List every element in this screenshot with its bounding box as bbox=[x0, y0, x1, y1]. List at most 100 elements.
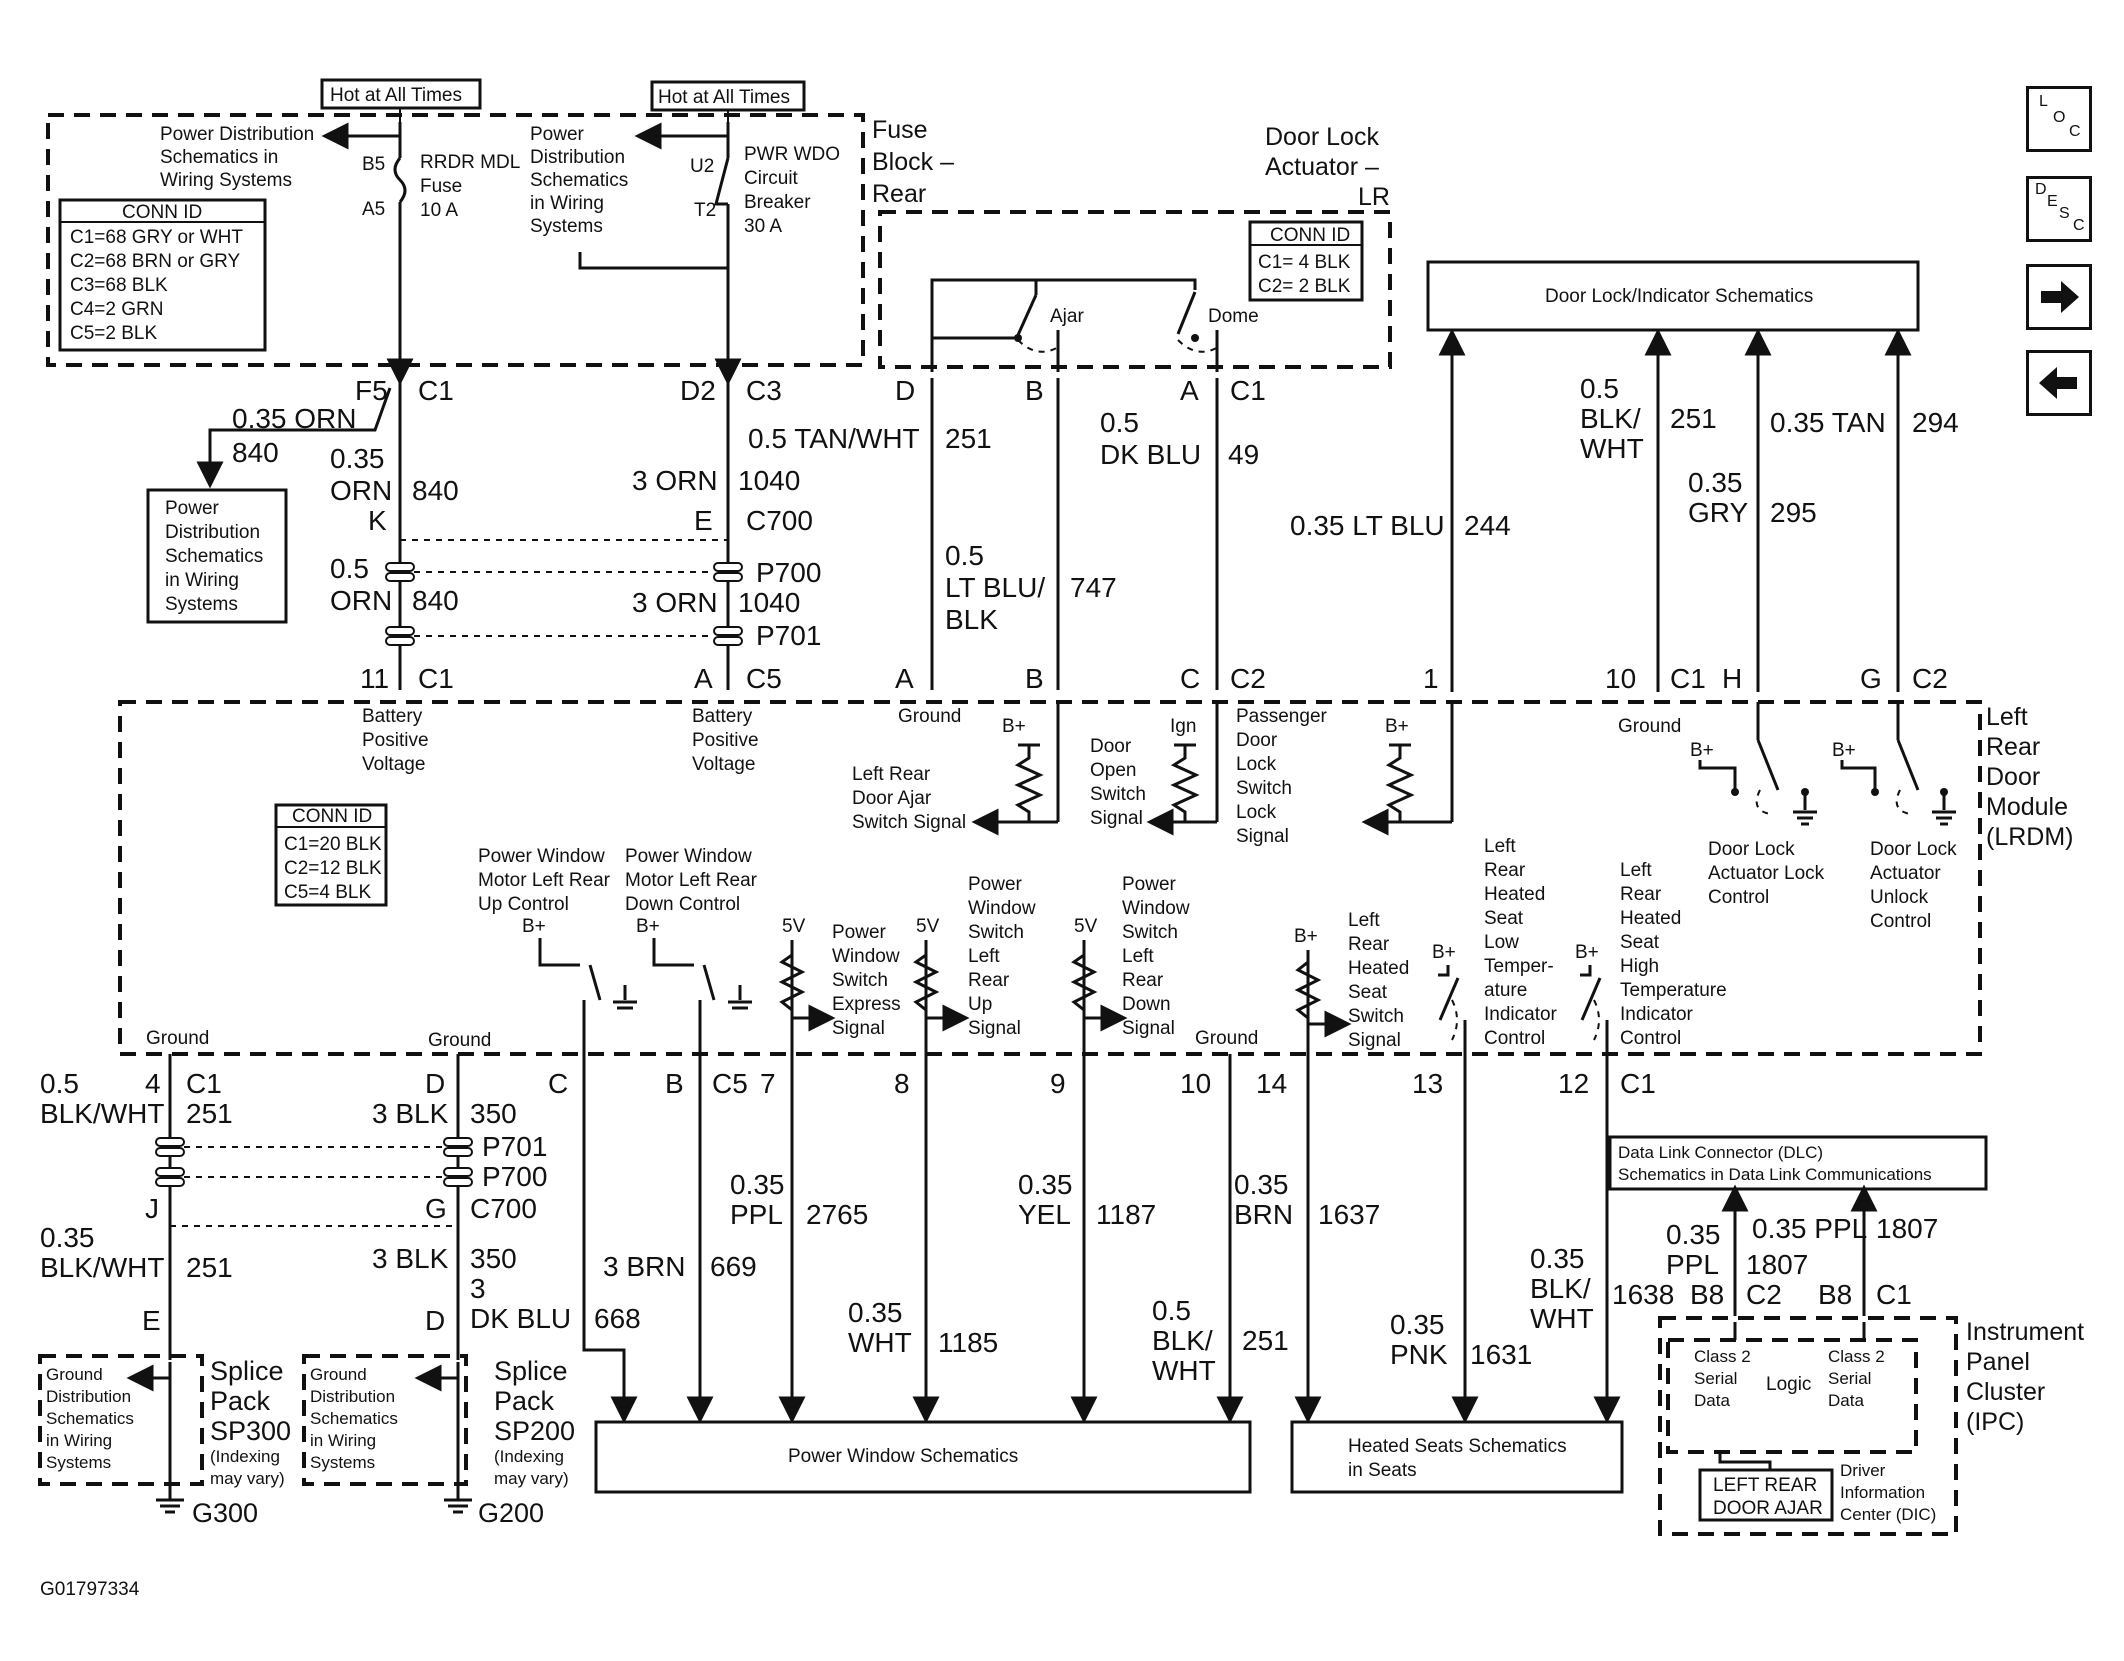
svg-text:Power Window: Power Window bbox=[625, 846, 752, 867]
location-button[interactable]: L O C bbox=[2026, 86, 2092, 152]
svg-text:P700: P700 bbox=[482, 1161, 547, 1192]
svg-text:1631: 1631 bbox=[1470, 1339, 1532, 1370]
svg-text:Serial: Serial bbox=[1694, 1369, 1737, 1388]
svg-text:Door: Door bbox=[1986, 763, 2040, 791]
svg-text:G: G bbox=[425, 1193, 447, 1224]
svg-text:Power Distribution: Power Distribution bbox=[160, 124, 314, 145]
svg-text:Schematics: Schematics bbox=[46, 1409, 134, 1428]
svg-text:Control: Control bbox=[1870, 911, 1931, 932]
previous-arrow-button[interactable] bbox=[2026, 350, 2092, 416]
svg-text:Schematics in Data Link Commun: Schematics in Data Link Communications bbox=[1618, 1165, 1932, 1184]
next-arrow-button[interactable] bbox=[2026, 264, 2092, 330]
svg-text:0.35: 0.35 bbox=[1234, 1169, 1289, 1200]
ground-distribution-1 bbox=[38, 1354, 204, 1486]
svg-text:Power: Power bbox=[165, 498, 220, 519]
svg-text:1: 1 bbox=[1423, 663, 1439, 694]
svg-text:(LRDM): (LRDM) bbox=[1986, 823, 2074, 851]
svg-text:C5=4 BLK: C5=4 BLK bbox=[284, 882, 371, 903]
svg-text:WHT: WHT bbox=[848, 1327, 912, 1358]
battery-voltage-2: Battery Positive Voltage bbox=[692, 706, 759, 775]
svg-text:BRN: BRN bbox=[1234, 1199, 1293, 1230]
svg-text:5V: 5V bbox=[1074, 916, 1098, 937]
pin-c1: C1 bbox=[418, 375, 454, 406]
splice-pack-sp300: Splice Pack SP300 (Indexing may vary) bbox=[210, 1356, 291, 1488]
svg-text:Lock: Lock bbox=[1236, 802, 1277, 823]
svg-text:Ground: Ground bbox=[898, 706, 961, 727]
svg-text:244: 244 bbox=[1464, 510, 1511, 541]
svg-text:Distribution: Distribution bbox=[165, 522, 260, 543]
svg-text:LR: LR bbox=[1358, 183, 1390, 211]
svg-text:0.35: 0.35 bbox=[1018, 1169, 1073, 1200]
svg-text:Rear: Rear bbox=[1122, 970, 1164, 991]
hs-high-label: Left Rear Heated Seat High Temperature I… bbox=[1620, 860, 1727, 1049]
ipc-outline bbox=[1658, 1316, 1958, 1536]
pw-express-label: Power Window Switch Express Signal bbox=[832, 922, 901, 1039]
ipc-logic-box bbox=[1666, 1338, 1918, 1454]
svg-text:12: 12 bbox=[1558, 1068, 1589, 1099]
svg-text:Signal: Signal bbox=[1090, 808, 1143, 829]
svg-text:1040: 1040 bbox=[738, 587, 800, 618]
svg-text:Breaker: Breaker bbox=[744, 192, 811, 213]
svg-text:Signal: Signal bbox=[1236, 826, 1289, 847]
power-window-schematics-label: Power Window Schematics bbox=[788, 1446, 1018, 1467]
svg-text:Switch: Switch bbox=[968, 922, 1024, 943]
dome-label: Dome bbox=[1208, 306, 1259, 327]
hs-switch: B+ bbox=[1294, 926, 1352, 1054]
svg-text:Switch: Switch bbox=[1236, 778, 1292, 799]
svg-text:Door Lock: Door Lock bbox=[1708, 839, 1795, 860]
description-button[interactable]: D E S C bbox=[2026, 176, 2092, 242]
svg-text:1185: 1185 bbox=[938, 1327, 998, 1358]
svg-text:251: 251 bbox=[1670, 403, 1717, 434]
ground-symbol-g200 bbox=[444, 1498, 472, 1514]
svg-text:Battery: Battery bbox=[692, 706, 753, 727]
svg-text:5V: 5V bbox=[782, 916, 806, 937]
svg-text:Wiring Systems: Wiring Systems bbox=[160, 170, 292, 191]
svg-text:P701: P701 bbox=[756, 620, 821, 651]
svg-text:PPL: PPL bbox=[1666, 1249, 1719, 1280]
svg-text:B+: B+ bbox=[1432, 942, 1456, 963]
svg-text:9: 9 bbox=[1050, 1068, 1066, 1099]
svg-text:Window: Window bbox=[832, 946, 900, 967]
splice-pack-sp200: Splice Pack SP200 (Indexing may vary) bbox=[494, 1356, 575, 1488]
svg-text:0.5: 0.5 bbox=[330, 553, 369, 584]
breaker-pin-t2: T2 bbox=[694, 200, 716, 221]
svg-text:in Wiring: in Wiring bbox=[165, 570, 239, 591]
svg-text:C2: C2 bbox=[1912, 663, 1948, 694]
ground-symbol bbox=[1932, 810, 1956, 826]
svg-text:Signal: Signal bbox=[1122, 1018, 1175, 1039]
svg-text:0.35: 0.35 bbox=[1530, 1243, 1585, 1274]
svg-text:E: E bbox=[142, 1305, 161, 1336]
svg-text:Temper-: Temper- bbox=[1484, 956, 1554, 977]
svg-text:49: 49 bbox=[1228, 439, 1259, 470]
svg-text:Control: Control bbox=[1708, 887, 1769, 908]
svg-text:B+: B+ bbox=[1294, 926, 1318, 947]
svg-text:Information: Information bbox=[1840, 1483, 1925, 1502]
svg-text:D: D bbox=[895, 375, 915, 406]
svg-text:Splice: Splice bbox=[210, 1356, 284, 1386]
ground-g200: G200 bbox=[478, 1498, 544, 1528]
svg-text:Left: Left bbox=[1348, 910, 1380, 931]
inline-connector-p700 bbox=[385, 562, 743, 582]
svg-text:DK BLU: DK BLU bbox=[470, 1303, 571, 1334]
pullup-resistor-1 bbox=[1014, 745, 1044, 822]
svg-text:Block –: Block – bbox=[872, 148, 954, 176]
svg-text:Left: Left bbox=[1620, 860, 1652, 881]
svg-text:Door: Door bbox=[1090, 736, 1132, 757]
arrow-left-icon bbox=[2039, 367, 2077, 399]
fuse-block-conn-id bbox=[58, 198, 267, 352]
svg-text:C1=20 BLK: C1=20 BLK bbox=[284, 834, 382, 855]
svg-text:7: 7 bbox=[760, 1068, 776, 1099]
svg-text:Temperature: Temperature bbox=[1620, 980, 1727, 1001]
actuator-conn-id bbox=[1248, 220, 1364, 302]
wire-0-35-lt-blu: 0.35 LT BLU bbox=[1290, 510, 1445, 541]
svg-text:Actuator Lock: Actuator Lock bbox=[1708, 863, 1825, 884]
svg-text:1187: 1187 bbox=[1096, 1199, 1156, 1230]
svg-text:251: 251 bbox=[186, 1252, 233, 1283]
svg-text:Cluster: Cluster bbox=[1966, 1378, 2045, 1406]
svg-text:Power Window: Power Window bbox=[478, 846, 605, 867]
inline-connector-p701-lower bbox=[155, 1137, 473, 1157]
svg-text:10: 10 bbox=[1180, 1068, 1211, 1099]
svg-text:Class 2: Class 2 bbox=[1694, 1347, 1751, 1366]
svg-text:WHT: WHT bbox=[1152, 1355, 1216, 1386]
svg-text:0.35: 0.35 bbox=[40, 1222, 95, 1253]
